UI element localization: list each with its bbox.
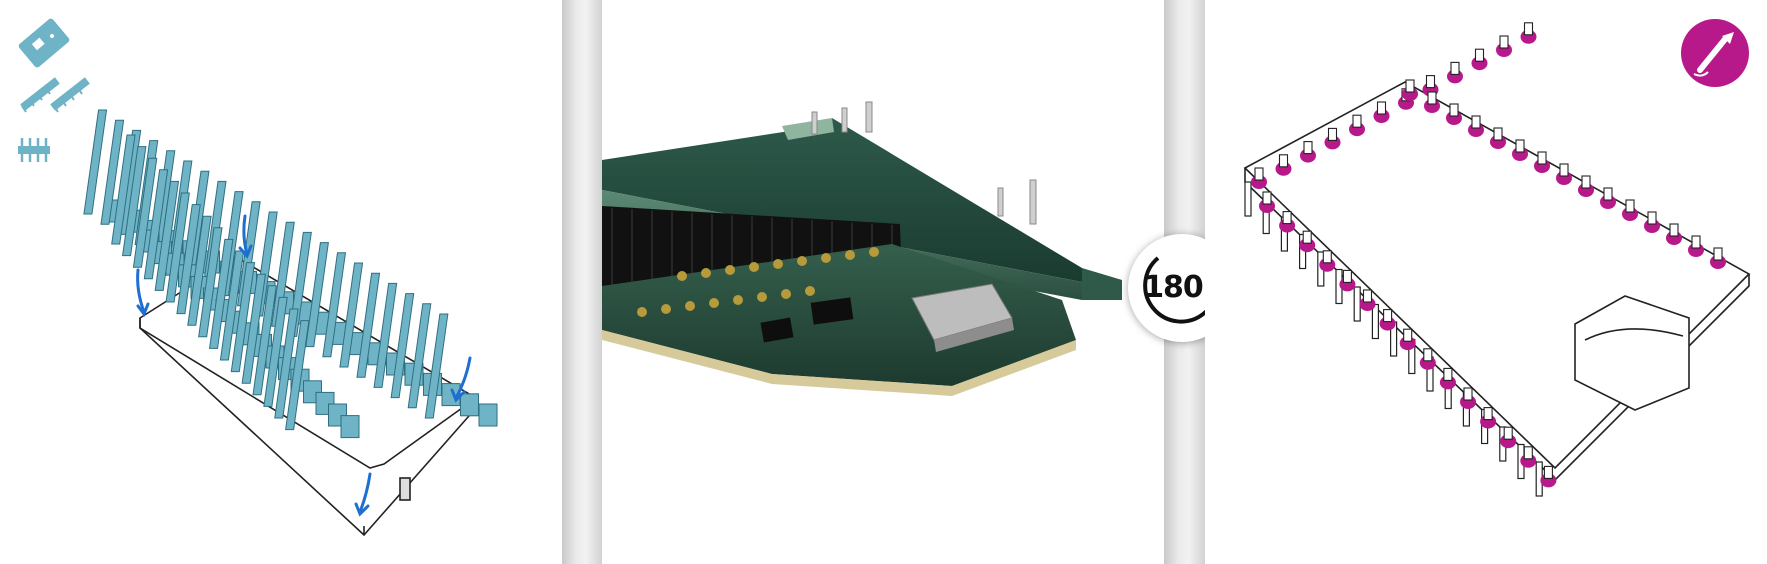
header-pin [424,313,498,427]
solder-point [1419,348,1436,370]
insert-arrows [136,214,472,517]
solder-point [1534,151,1550,173]
solder-point [1359,289,1376,311]
solder-points [1251,22,1726,488]
solder-point [1622,199,1638,221]
solder-point [1339,269,1356,292]
header-insertion-diagram [83,109,498,537]
solder-point [1512,139,1528,161]
solder-point [1710,247,1726,269]
solder-point [1446,103,1462,125]
solder-point [1439,367,1456,390]
solder-point [1500,426,1517,449]
parts-icons [18,18,90,162]
solder-point [1600,187,1616,209]
solder-point [1300,141,1316,163]
solder-point [1349,114,1365,137]
solder-point [1540,465,1557,488]
solder-point [1299,230,1316,253]
arrow-icon [136,268,150,318]
panel-solder-pins [1205,0,1767,564]
solder-point [1460,387,1476,409]
solder-point [1324,127,1341,150]
solder-point [1578,175,1594,197]
soldering-iron-icon [1681,19,1749,87]
header-pin [407,303,479,417]
header-pin [285,320,360,439]
arrow-icon [450,356,472,403]
solder-point [1644,211,1660,233]
solder-point [1379,309,1396,331]
solder-point [1471,48,1488,71]
panel-photo-side-view [602,0,1164,564]
solder-point [1399,328,1416,351]
solder-point [1259,191,1275,213]
solder-point [1520,446,1537,468]
solder-point [1666,223,1682,245]
single-header-icon [18,138,50,162]
solder-point [1556,163,1572,185]
solder-point [1275,154,1292,176]
solder-point [1319,250,1336,272]
solder-point [1468,115,1484,137]
solder-point [1447,61,1463,84]
solder-point [1251,167,1267,189]
solder-point [1496,35,1512,57]
solder-point [1279,211,1296,233]
solder-point [1520,22,1537,44]
arduino-board-icon [18,18,70,68]
solder-diagram [1243,22,1751,497]
panel-insert-headers [0,0,562,564]
board-photo [602,101,1122,396]
arrow-icon [354,472,372,517]
solder-point [1373,101,1390,123]
arrow-icon [238,214,253,259]
lower-board [602,244,1076,396]
usb-connector [911,283,1014,352]
solder-point [1480,407,1497,429]
panel-divider [562,0,602,564]
solder-point [1490,127,1506,149]
solder-point [1402,79,1418,101]
solder-point [1424,91,1440,113]
front-header-row [111,134,360,439]
solder-point [1688,235,1704,257]
pin-strips-icon [20,77,90,113]
